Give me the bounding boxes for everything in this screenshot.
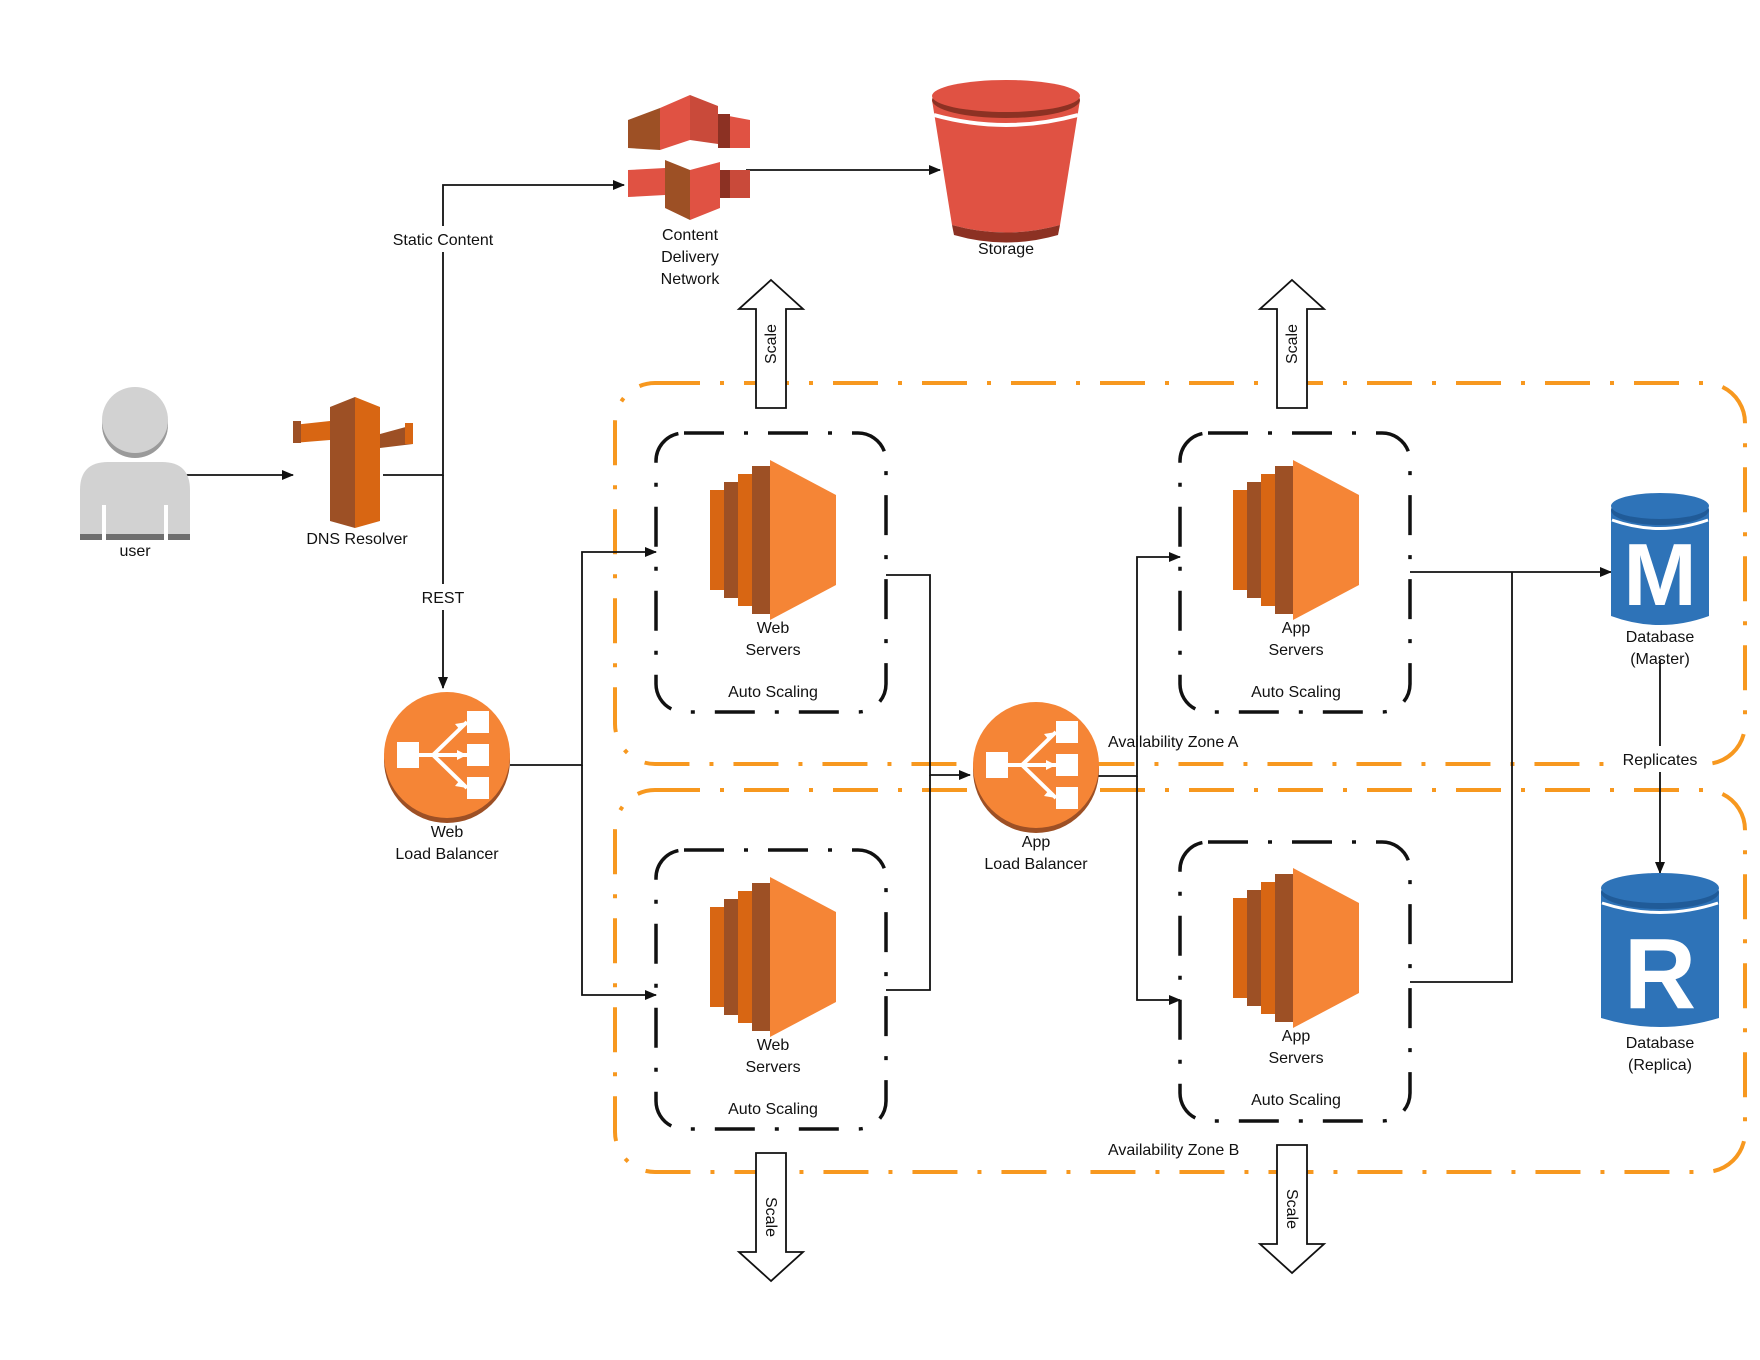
edge-label-static-content: Static Content bbox=[393, 232, 494, 249]
availability-zone-b-label: Availability Zone B bbox=[1108, 1142, 1239, 1159]
app-load-balancer-node: App Load Balancer bbox=[971, 700, 1101, 873]
scale-arrow-web-down-label: Scale bbox=[762, 1197, 779, 1237]
load-balancer-icon bbox=[382, 690, 512, 825]
availability-zone-b-border bbox=[613, 788, 1747, 1174]
route53-icon bbox=[293, 397, 413, 528]
database-master-label-line-2: (Master) bbox=[1630, 651, 1690, 668]
app-lb-label-line-1: App bbox=[1022, 834, 1051, 851]
database-icon: R bbox=[1601, 873, 1719, 1030]
app-servers-b-node: App Servers Auto Scaling bbox=[1233, 868, 1359, 1109]
user-label: user bbox=[119, 543, 151, 560]
dns-resolver-node: DNS Resolver bbox=[293, 397, 413, 548]
web-servers-a-label-line-2: Servers bbox=[745, 642, 800, 659]
scale-arrow-app-down-label: Scale bbox=[1283, 1189, 1300, 1229]
auto-scaling-group-app-b bbox=[1178, 840, 1412, 1123]
scale-arrow-app-down: Scale bbox=[1259, 1144, 1325, 1274]
web-servers-a-group-label: Auto Scaling bbox=[728, 684, 818, 701]
cdn-node: Content Delivery Network bbox=[628, 95, 750, 288]
edge-dns-to-cdn bbox=[383, 180, 625, 476]
database-master-label-line-1: Database bbox=[1626, 629, 1695, 646]
web-servers-a-label-line-1: Web bbox=[757, 620, 790, 637]
auto-scaling-group-web-b bbox=[654, 848, 888, 1131]
availability-zone-a-border bbox=[613, 381, 1747, 766]
edge-label-rest: REST bbox=[422, 590, 465, 607]
web-servers-b-label-line-2: Servers bbox=[745, 1059, 800, 1076]
user-icon bbox=[80, 387, 190, 540]
availability-zone-a-label: Availability Zone A bbox=[1108, 734, 1239, 751]
edge-web-servers-b-to-app-lb bbox=[886, 775, 931, 991]
database-replica-node: R Database (Replica) bbox=[1601, 873, 1719, 1074]
ec2-icon bbox=[710, 877, 836, 1037]
cdn-label-line-3: Network bbox=[661, 271, 721, 288]
user-node: user bbox=[80, 387, 190, 560]
edge-web-lb-to-web-servers-b bbox=[581, 765, 657, 1000]
s3-bucket-icon bbox=[932, 80, 1080, 243]
web-load-balancer-node: Web Load Balancer bbox=[382, 690, 512, 863]
cdn-label-line-2: Delivery bbox=[661, 249, 719, 266]
app-servers-a-group-label: Auto Scaling bbox=[1251, 684, 1341, 701]
app-lb-label-line-2: Load Balancer bbox=[984, 856, 1088, 873]
app-servers-b-group-label: Auto Scaling bbox=[1251, 1092, 1341, 1109]
web-servers-a-node: Web Servers Auto Scaling bbox=[710, 460, 836, 701]
scale-arrow-web-up-label: Scale bbox=[763, 324, 780, 364]
ec2-icon bbox=[1233, 868, 1359, 1028]
database-replica-label-line-1: Database bbox=[1626, 1035, 1695, 1052]
scale-arrow-web-up: Scale bbox=[738, 279, 804, 409]
edge-web-lb-to-web-servers-a bbox=[510, 547, 657, 766]
database-master-letter: M bbox=[1623, 525, 1696, 624]
web-lb-label-line-1: Web bbox=[431, 824, 464, 841]
database-icon: M bbox=[1611, 493, 1709, 625]
edge-app-lb-to-app-servers-b bbox=[1136, 776, 1181, 1005]
edge-web-servers-a-to-app-lb bbox=[886, 574, 971, 780]
app-servers-a-label-line-1: App bbox=[1282, 620, 1311, 637]
database-replica-letter: R bbox=[1624, 918, 1696, 1030]
scale-arrow-app-up-label: Scale bbox=[1284, 324, 1301, 364]
auto-scaling-group-app-a bbox=[1178, 431, 1412, 714]
app-servers-b-label-line-2: Servers bbox=[1268, 1050, 1323, 1067]
edge-app-lb-to-app-servers-a bbox=[1098, 552, 1181, 777]
dns-resolver-label: DNS Resolver bbox=[306, 531, 408, 548]
load-balancer-icon bbox=[971, 700, 1101, 835]
scale-arrow-app-up: Scale bbox=[1259, 279, 1325, 409]
cloudfront-icon bbox=[628, 95, 750, 220]
web-servers-b-node: Web Servers Auto Scaling bbox=[710, 877, 836, 1118]
connectors bbox=[183, 165, 1665, 1005]
web-servers-b-label-line-1: Web bbox=[757, 1037, 790, 1054]
storage-node: Storage bbox=[932, 80, 1080, 258]
database-replica-label-line-2: (Replica) bbox=[1628, 1057, 1692, 1074]
storage-label: Storage bbox=[978, 241, 1034, 258]
app-servers-b-label-line-1: App bbox=[1282, 1028, 1311, 1045]
ec2-icon bbox=[1233, 460, 1359, 620]
app-servers-a-node: App Servers Auto Scaling bbox=[1233, 460, 1359, 701]
auto-scaling-group-web-a bbox=[654, 431, 888, 714]
cdn-label-line-1: Content bbox=[662, 227, 719, 244]
edge-label-replicates: Replicates bbox=[1623, 752, 1698, 769]
edge-app-servers-b-to-db-master bbox=[1410, 572, 1513, 983]
ec2-icon bbox=[710, 460, 836, 620]
scale-arrow-web-down: Scale bbox=[738, 1152, 804, 1282]
web-lb-label-line-2: Load Balancer bbox=[395, 846, 499, 863]
web-servers-b-group-label: Auto Scaling bbox=[728, 1101, 818, 1118]
app-servers-a-label-line-2: Servers bbox=[1268, 642, 1323, 659]
database-master-node: M Database (Master) bbox=[1611, 493, 1709, 668]
